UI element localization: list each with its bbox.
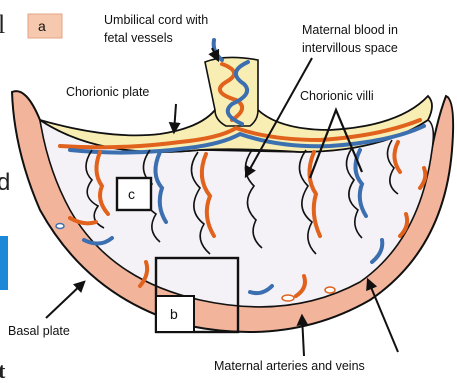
margin-fragment-top: l: [0, 10, 5, 39]
maternal-blood-label-line2: intervillous space: [302, 41, 398, 55]
margin-fragment-blue-bar: [0, 236, 8, 290]
maternal-vessels-label: Maternal arteries and veins: [214, 359, 365, 373]
umbilical-cord-label-line2: fetal vessels: [104, 31, 173, 45]
basal-plate-arrow: [46, 282, 84, 318]
vessel-cross-section-1: [282, 295, 294, 301]
cord-vein-top: [214, 40, 222, 60]
chorionic-plate-arrow: [174, 104, 176, 132]
inset-label-b: b: [170, 306, 178, 322]
maternal-blood-label: Maternal blood in intervillous space: [302, 23, 401, 55]
umbilical-cord-label: Umbilical cord with fetal vessels: [104, 13, 212, 45]
chorionic-plate-label: Chorionic plate: [66, 85, 149, 99]
basal-plate-label: Basal plate: [8, 324, 70, 338]
margin-fragment-middle: d: [0, 169, 10, 196]
chorionic-villi-label: Chorionic villi: [300, 89, 374, 103]
margin-fragment-bottom: t: [0, 358, 6, 378]
vessel-cross-section-2: [325, 287, 335, 293]
vessel-cross-section-3: [56, 224, 64, 229]
umbilical-cord-label-line1: Umbilical cord with: [104, 13, 208, 27]
panel-label: a: [38, 18, 46, 34]
inset-label-c: c: [128, 186, 135, 202]
maternal-blood-label-line1: Maternal blood in: [302, 23, 398, 37]
